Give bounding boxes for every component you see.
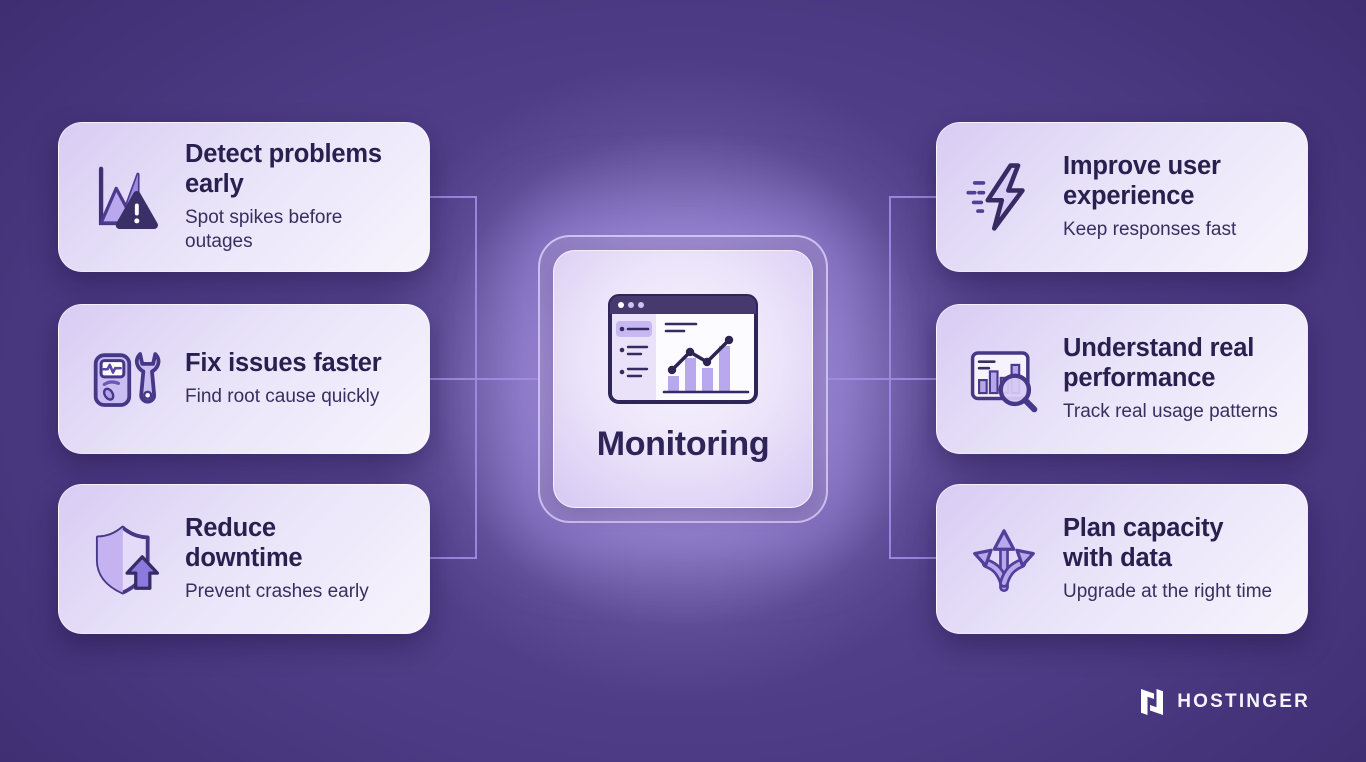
card-title: Reduce downtime (185, 514, 303, 572)
diagnostic-wrench-icon (83, 340, 169, 418)
connector-left-middle (430, 378, 538, 380)
card-subtitle: Spot spikes before outages (185, 207, 343, 253)
card-title: Plan capacity with data (1063, 514, 1224, 572)
chart-alert-icon (83, 158, 169, 236)
card-subtitle: Upgrade at the right time (1063, 581, 1273, 603)
card-title: Understand real performance (1063, 334, 1255, 392)
card-detect-problems-early: Detect problems early Spot spikes before… (58, 122, 430, 272)
hostinger-h-logo-icon (1137, 687, 1167, 717)
card-understand-real-performance: Understand real performance Track real u… (936, 304, 1308, 454)
brand-name: HOSTINGER (1177, 691, 1310, 712)
card-subtitle: Find root cause quickly (185, 386, 380, 408)
card-subtitle: Track real usage patterns (1063, 401, 1278, 423)
card-reduce-downtime: Reduce downtime Prevent crashes early (58, 484, 430, 634)
card-title: Detect problems early (185, 140, 382, 198)
monitoring-dashboard-icon (608, 294, 758, 409)
connector-left-bottom (430, 557, 477, 559)
center-title: Monitoring (596, 425, 770, 463)
branching-arrows-icon (961, 520, 1047, 598)
card-improve-user-experience: Improve user experience Keep responses f… (936, 122, 1308, 272)
center-card-inner: Monitoring (553, 250, 813, 508)
connector-right-middle (828, 378, 936, 380)
card-subtitle: Prevent crashes early (185, 581, 369, 603)
card-fix-issues-faster: Fix issues faster Find root cause quickl… (58, 304, 430, 454)
chart-magnifier-icon (961, 340, 1047, 418)
card-subtitle: Keep responses fast (1063, 219, 1237, 241)
card-plan-capacity-with-data: Plan capacity with data Upgrade at the r… (936, 484, 1308, 634)
card-title: Fix issues faster (185, 348, 382, 377)
center-card: Monitoring (538, 235, 828, 523)
connector-right-top (889, 196, 936, 198)
lightning-bolt-icon (961, 158, 1047, 236)
hostinger-logo: HOSTINGER (1137, 684, 1310, 720)
shield-up-arrow-icon (83, 520, 169, 598)
connector-left-top (430, 196, 477, 198)
connector-right-bottom (889, 557, 936, 559)
card-title: Improve user experience (1063, 152, 1221, 210)
